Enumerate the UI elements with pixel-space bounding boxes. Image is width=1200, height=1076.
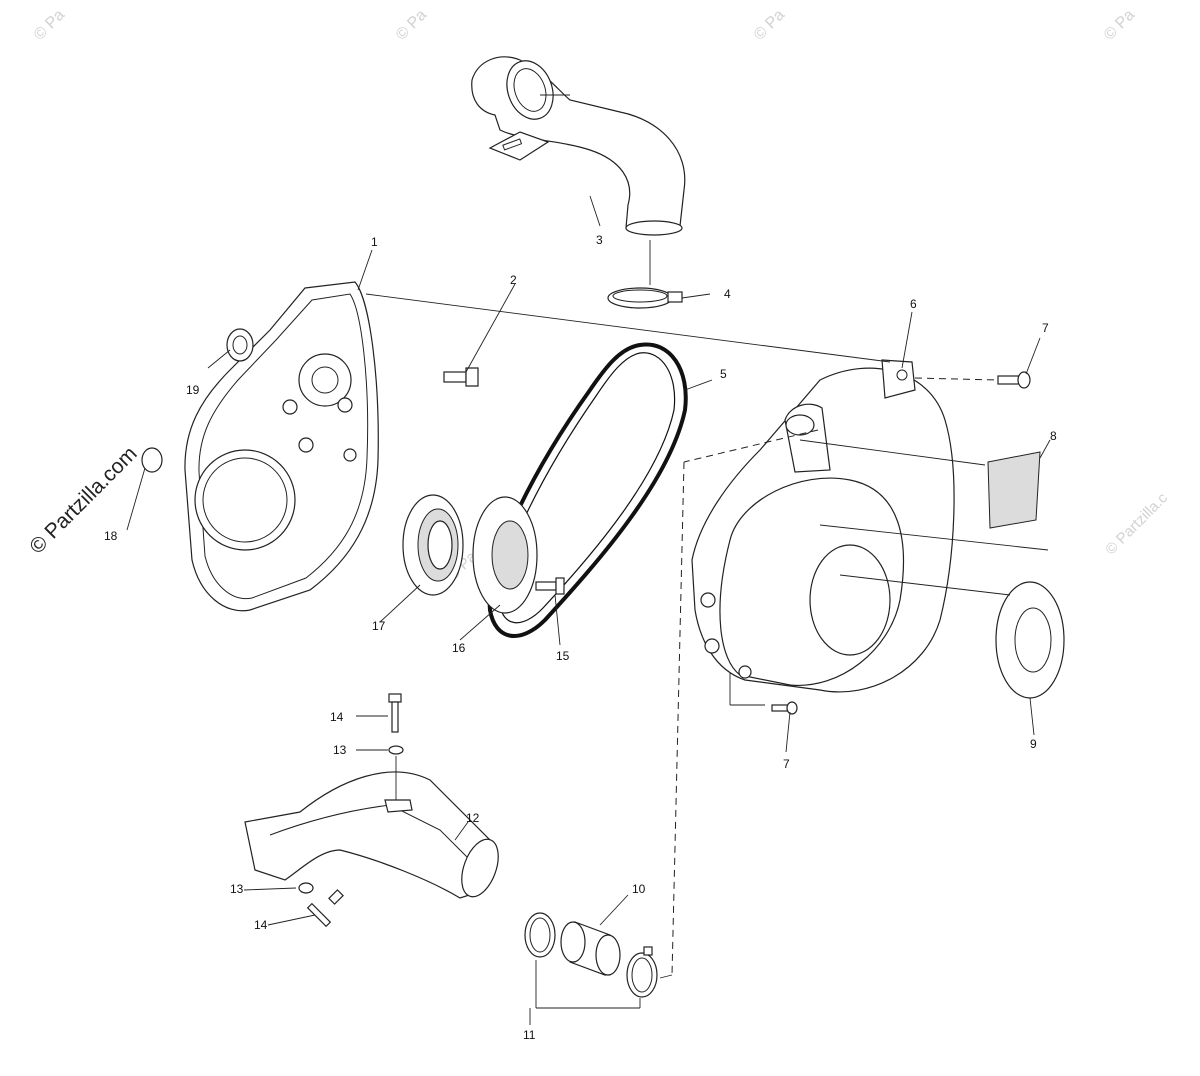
callout-1: 1: [371, 235, 378, 249]
part-screw-7-top: [997, 371, 1031, 389]
watermark-top-3: © Pa: [751, 6, 788, 43]
part-hose-clamp: [607, 287, 683, 309]
part-decal: [987, 451, 1041, 529]
part-coupler: [560, 921, 621, 976]
callout-18: 18: [104, 529, 118, 543]
part-oring: [141, 447, 163, 473]
callout-13-top: 13: [333, 743, 347, 757]
part-washer-13-top: [388, 745, 404, 755]
callout-16: 16: [452, 641, 466, 655]
part-washer-13-bottom: [298, 882, 314, 894]
part-inner-cover: [184, 281, 379, 612]
brand-watermark: © Partzilla.com: [25, 442, 141, 558]
callout-7-bottom: 7: [783, 757, 790, 771]
callout-17: 17: [372, 619, 386, 633]
part-intake-duct: [471, 56, 686, 236]
callout-6: 6: [910, 297, 917, 311]
part-outer-cover: [691, 359, 955, 693]
part-bolt-14-bottom: [306, 889, 344, 928]
leader-lines: [126, 94, 1051, 1025]
callout-labels: 1 2 3 4 5 6 7 7 8 9 10 11 12 13 13 14 14…: [104, 233, 1057, 1042]
callout-8: 8: [1050, 429, 1057, 443]
callout-3: 3: [596, 233, 603, 247]
watermark-top-left: © Pa: [31, 6, 68, 43]
part-outlet-duct: [244, 771, 499, 899]
callout-14-top: 14: [330, 710, 344, 724]
callout-10: 10: [632, 882, 646, 896]
callout-14-bottom: 14: [254, 918, 268, 932]
part-screw-7-bottom: [771, 701, 798, 715]
callout-2: 2: [510, 273, 517, 287]
watermark-top-4: © Pa: [1101, 6, 1138, 43]
callout-15: 15: [556, 649, 570, 663]
callout-12: 12: [466, 811, 480, 825]
part-plate: [472, 496, 538, 614]
callout-4: 4: [724, 287, 731, 301]
part-bolt-14-top: [388, 693, 402, 733]
callout-19: 19: [186, 383, 200, 397]
watermark-right-side: © Partzilla.c: [1102, 489, 1171, 558]
callout-5: 5: [720, 367, 727, 381]
part-gasket: [995, 581, 1065, 699]
part-grommet: [226, 328, 254, 362]
callout-7-top: 7: [1042, 321, 1049, 335]
part-clamp-11-left: [524, 912, 556, 958]
watermark-top-2: © Pa: [393, 6, 430, 43]
part-drive-belt: [487, 342, 688, 638]
part-clamp-11-right: [626, 946, 658, 998]
callout-13-bottom: 13: [230, 882, 244, 896]
callout-9: 9: [1030, 737, 1037, 751]
part-screw-15: [535, 577, 565, 595]
part-seal: [402, 494, 464, 596]
part-bolt-2: [443, 367, 479, 387]
callout-11: 11: [523, 1028, 536, 1042]
